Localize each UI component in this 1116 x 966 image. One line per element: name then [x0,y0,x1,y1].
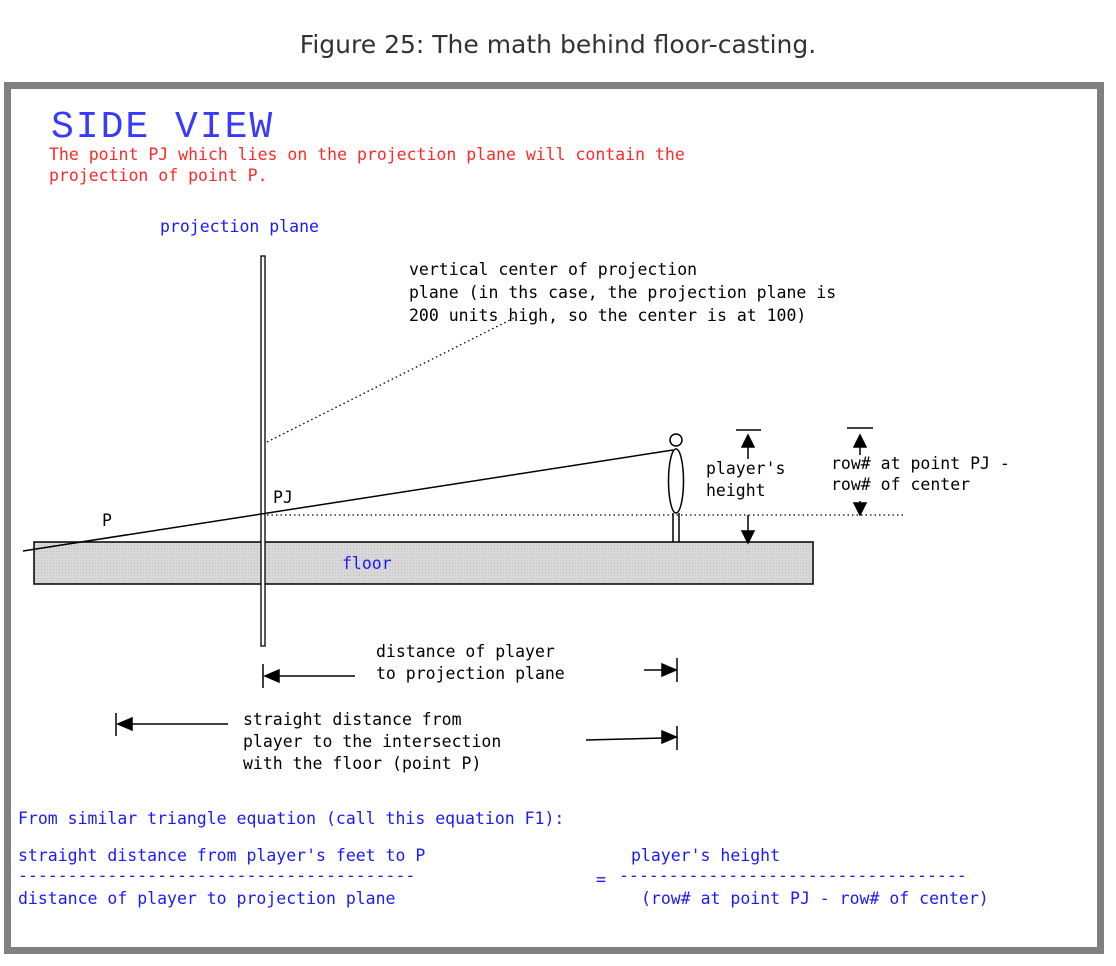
equation-intro: From similar triangle equation (call thi… [18,809,565,828]
equation-numerator-left: straight distance from player's feet to … [18,846,426,865]
diagram-frame: SIDE VIEW The point PJ which lies on the… [4,82,1104,954]
figure-caption: Figure 25: The math behind floor-casting… [299,30,817,59]
projection-plane-label: projection plane [160,217,319,236]
point-pj-label: PJ [273,488,293,507]
diagram-title: SIDE VIEW [51,106,275,149]
sight-line [22,449,674,552]
equation-numerator-right: player's height [631,846,781,865]
point-p-label: P [102,511,112,530]
vertical-center-pointer [266,316,517,443]
floor-label: floor [342,554,392,573]
vertical-center-note-1: vertical center of projection [409,260,698,279]
straight-distance-label-3: with the floor (point P) [243,754,482,773]
player-plane-distance-arrow [262,658,678,688]
straight-distance-arrow [115,713,678,750]
vertical-center-note-2: plane (in ths case, the projection plane… [409,283,837,302]
row-difference-marker [847,427,873,517]
straight-distance-label-2: player to the intersection [243,732,502,751]
subtitle-line-1: The point PJ which lies on the projectio… [49,145,685,164]
diagram-graphics [22,255,903,750]
equation-denominator-right: (row# at point PJ - row# of center) [641,889,989,908]
row-difference-label-1: row# at point PJ - [831,454,1010,473]
straight-distance-label-1: straight distance from [243,710,462,729]
row-difference-label-2: row# of center [831,475,971,494]
player-plane-distance-label-2: to projection plane [376,664,565,683]
equation-equals: = [596,870,606,889]
subtitle-line-2: projection of point P. [49,166,268,185]
equation-denominator-left: distance of player to projection plane [18,889,396,908]
projection-plane [260,255,266,647]
player-plane-distance-label-1: distance of player [376,642,555,661]
equation-dashes-right: ----------------------------------- [619,866,967,885]
equation-dashes-left: ---------------------------------------- [18,866,416,885]
floor-slab [33,541,814,585]
players-height-marker [736,429,761,545]
players-height-label-2: height [706,481,766,500]
player-figure [667,433,685,542]
vertical-center-note-3: 200 units high, so the center is at 100) [409,306,807,325]
players-height-label-1: player's [706,459,786,478]
